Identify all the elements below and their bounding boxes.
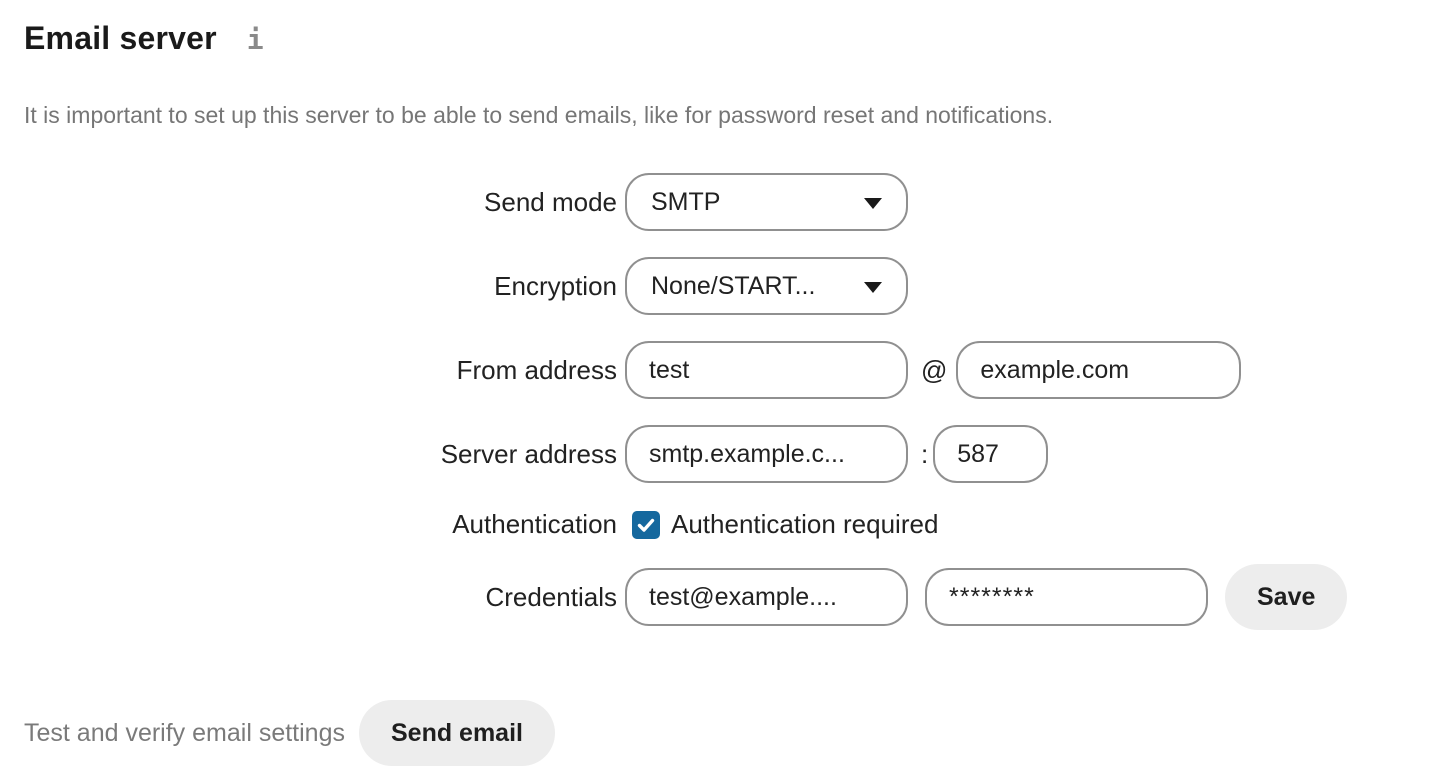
send-mode-row: Send mode SMTP (24, 173, 1424, 231)
authentication-required-checkbox[interactable] (632, 510, 660, 539)
encryption-selected-value: None/START... (651, 271, 816, 300)
server-address-label: Server address (440, 438, 617, 469)
send-email-button[interactable]: Send email (358, 700, 555, 766)
encryption-row: Encryption None/START... (24, 257, 1424, 315)
test-email-row: Test and verify email settings Send emai… (24, 700, 1424, 766)
server-port-input[interactable] (933, 425, 1049, 483)
credentials-label: Credentials (485, 581, 617, 612)
smtp-password-input[interactable] (925, 568, 1208, 626)
smtp-username-input[interactable] (625, 568, 908, 626)
authentication-required-label: Authentication required (671, 509, 939, 539)
from-address-row: From address @ (24, 341, 1424, 399)
section-description: It is important to set up this server to… (24, 102, 1054, 128)
server-address-row: Server address : (24, 425, 1424, 483)
test-email-label: Test and verify email settings (24, 718, 345, 747)
send-mode-selected-value: SMTP (651, 187, 721, 216)
encryption-label: Encryption (494, 270, 617, 301)
at-separator: @ (921, 354, 948, 385)
page-title: Email server (24, 20, 217, 56)
from-address-label: From address (456, 354, 617, 385)
encryption-select[interactable]: None/START... (625, 257, 908, 315)
credentials-row: Credentials Save (24, 564, 1424, 630)
colon-separator: : (921, 438, 929, 469)
server-address-host-input[interactable] (625, 425, 908, 483)
send-mode-select[interactable]: SMTP (625, 173, 908, 231)
send-mode-label: Send mode (484, 186, 617, 217)
info-icon[interactable]: i (246, 23, 264, 56)
section-header: Email server i (24, 20, 1424, 60)
chevron-down-icon (864, 198, 882, 209)
save-button[interactable]: Save (1225, 564, 1348, 630)
from-address-local-input[interactable] (625, 341, 908, 399)
authentication-row: Authentication Authentication required (24, 509, 1424, 540)
chevron-down-icon (864, 282, 882, 293)
checkbox-checked-icon (637, 518, 655, 532)
authentication-label: Authentication (452, 509, 617, 539)
from-address-domain-input[interactable] (956, 341, 1242, 399)
email-server-form: Send mode SMTP Encryption None/START... … (24, 173, 1424, 630)
